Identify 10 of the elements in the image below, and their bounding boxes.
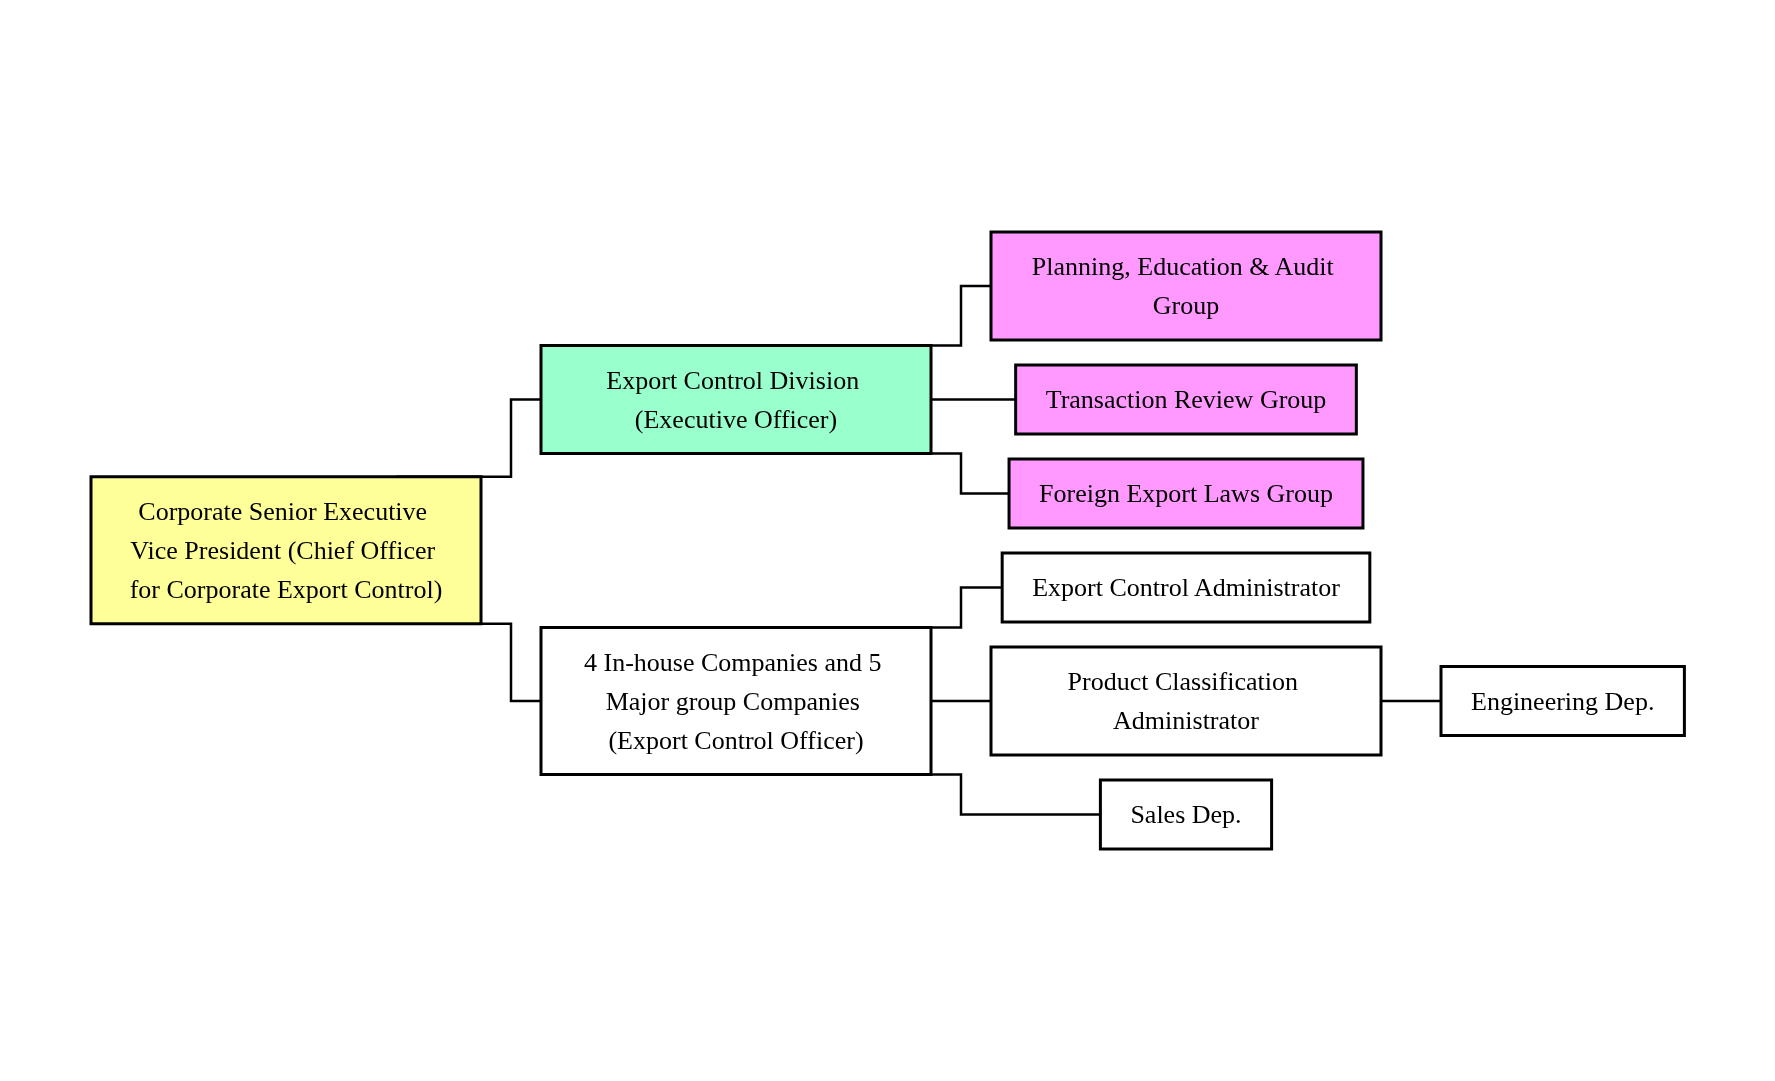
node-box: Product Classification Administrator: [989, 645, 1383, 757]
node-box: Sales Dep.: [1098, 778, 1273, 851]
node-box: Transaction Review Group: [1013, 363, 1358, 436]
node-box: 4 In-house Companies and 5 Major group Companies (Export Control Officer): [539, 626, 933, 776]
node-box: Export Control Administrator: [1000, 551, 1372, 624]
node-box: Foreign Export Laws Group: [1007, 457, 1365, 530]
node-box: Engineering Dep.: [1439, 665, 1686, 737]
node-box: Corporate Senior Executive Vice President (Chief Officer for Corporate Export Control): [89, 475, 483, 626]
node-box: Export Control Division (Executive Officer): [539, 344, 933, 455]
node-box: Planning, Education & Audit Group: [989, 230, 1383, 342]
